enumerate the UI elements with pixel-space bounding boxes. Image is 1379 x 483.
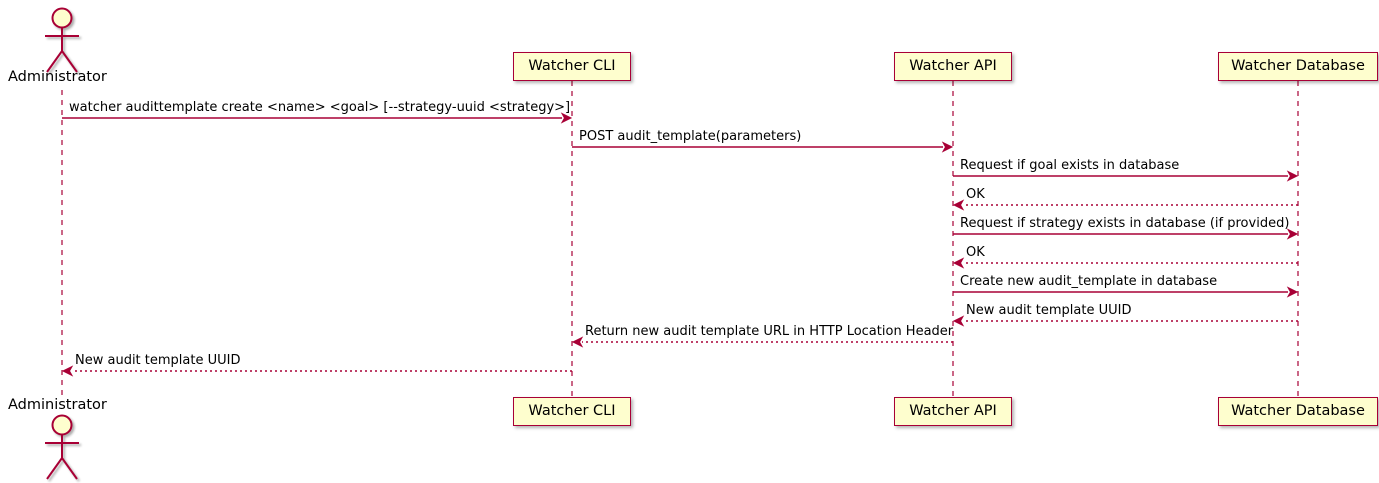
message-arrowhead-5: [1286, 228, 1299, 240]
participant-box-watcher-database-top[interactable]: Watcher Database: [1217, 52, 1379, 81]
actor-figures-group: [45, 7, 79, 480]
message-label-1: watcher audittemplate create <name> <goa…: [69, 100, 571, 115]
actor-figure-administrator: [45, 414, 79, 480]
message-label-3: Request if goal exists in database: [960, 158, 1180, 173]
participant-label-watcher-database: Watcher Database: [1231, 403, 1365, 420]
message-arrowhead-6: [952, 257, 965, 269]
message-arrowhead-1: [560, 112, 573, 124]
message-arrowhead-9: [571, 336, 584, 348]
participant-box-watcher-cli-bottom[interactable]: Watcher CLI: [512, 397, 632, 426]
lifelines-group: [61, 81, 1299, 397]
message-arrows-group: [61, 112, 1299, 377]
message-arrowhead-7: [1286, 286, 1299, 298]
message-label-8: New audit template UUID: [966, 303, 1132, 318]
message-arrowhead-3: [1286, 170, 1299, 182]
message-label-9: Return new audit template URL in HTTP Lo…: [585, 324, 954, 339]
participant-label-watcher-api: Watcher API: [909, 58, 997, 75]
message-arrowhead-10: [61, 365, 74, 377]
participant-label-watcher-cli: Watcher CLI: [528, 403, 616, 420]
message-label-6: OK: [966, 245, 985, 260]
participant-box-watcher-api-top[interactable]: Watcher API: [893, 52, 1013, 81]
participant-box-watcher-api-bottom[interactable]: Watcher API: [893, 397, 1013, 426]
participant-label-watcher-database: Watcher Database: [1231, 58, 1365, 75]
message-label-4: OK: [966, 187, 985, 202]
message-arrowhead-2: [941, 141, 954, 153]
actor-label-administrator: Administrator: [8, 397, 107, 413]
participant-box-watcher-database-bottom[interactable]: Watcher Database: [1217, 397, 1379, 426]
message-arrowhead-4: [952, 199, 965, 211]
actor-label-administrator: Administrator: [8, 69, 107, 85]
message-label-2: POST audit_template(parameters): [579, 129, 802, 144]
message-label-5: Request if strategy exists in database (…: [960, 216, 1290, 231]
message-label-10: New audit template UUID: [75, 353, 241, 368]
actor-figure-administrator: [45, 7, 79, 73]
message-arrowhead-8: [952, 315, 965, 327]
participant-label-watcher-cli: Watcher CLI: [528, 58, 616, 75]
participant-box-watcher-cli-top[interactable]: Watcher CLI: [512, 52, 632, 81]
participant-label-watcher-api: Watcher API: [909, 403, 997, 420]
message-label-7: Create new audit_template in database: [960, 274, 1218, 289]
